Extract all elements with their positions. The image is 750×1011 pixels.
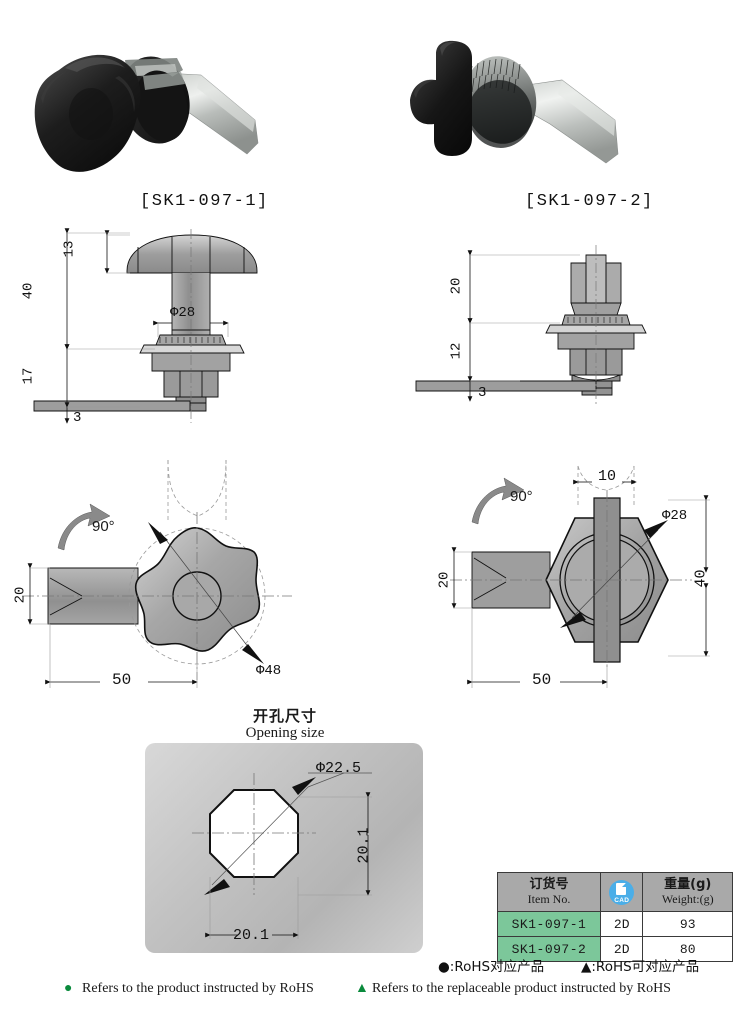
side-view-sk1-097-1: 13 40 17 3 Φ28 bbox=[20, 225, 350, 435]
dim-3: 3 bbox=[478, 385, 487, 401]
rohs-dot-icon: ● bbox=[64, 981, 73, 996]
dim-13: 13 bbox=[61, 240, 78, 258]
dim-dia-22-5: Φ22.5 bbox=[316, 760, 362, 777]
rohs-note-en-dot: Refers to the product instructed by RoHS bbox=[82, 981, 314, 996]
plan-view-sk1-097-2: 10 Φ28 40 20 50 90° bbox=[400, 460, 740, 710]
dim-dia-28: Φ28 bbox=[662, 508, 688, 524]
dim-width-20-1: 20.1 bbox=[233, 927, 270, 944]
dim-height-20-1: 20.1 bbox=[355, 827, 373, 864]
rohs-note-cn-dot: ●:RoHS对应产品 bbox=[438, 959, 545, 975]
cell-item-no: SK1-097-1 bbox=[497, 911, 601, 937]
rohs-note-en-tri: Refers to the replaceable product instru… bbox=[372, 981, 671, 996]
dim-20: 20 bbox=[12, 586, 29, 604]
dim-50: 50 bbox=[112, 671, 132, 689]
product-label-1: [SK1-097-1] bbox=[140, 192, 269, 211]
dim-3: 3 bbox=[73, 410, 82, 426]
spec-table: 订货号 Item No. CAD 重量(g) Weight:(g) SK1-09… bbox=[497, 872, 733, 962]
dim-20: 20 bbox=[436, 571, 453, 589]
rohs-note-en-dot-symbol: ● bbox=[64, 981, 72, 997]
dim-dia-48: Φ48 bbox=[256, 663, 282, 679]
dim-10: 10 bbox=[598, 468, 617, 485]
opening-size-section: 开孔尺寸 Opening size Φ22.5 20.1 20.1 bbox=[140, 705, 430, 960]
rohs-triangle-icon: ▲ bbox=[355, 981, 369, 996]
product-photo-sk1-097-2 bbox=[400, 28, 730, 188]
dim-40: 40 bbox=[692, 569, 710, 588]
cell-cad: 2D bbox=[599, 936, 644, 962]
product-label-2: [SK1-097-2] bbox=[525, 192, 654, 211]
dim-17: 17 bbox=[20, 367, 37, 385]
rohs-note-cn-tri: ▲:RoHS可对应产品 bbox=[581, 959, 700, 975]
side-view-sk1-097-2: 20 12 3 bbox=[400, 225, 740, 435]
dim-dia-28: Φ28 bbox=[170, 305, 196, 321]
header-cad: CAD bbox=[599, 872, 644, 912]
rotation-90-degrees: 90° bbox=[92, 518, 115, 535]
table-header-row: 订货号 Item No. CAD 重量(g) Weight:(g) bbox=[497, 872, 733, 912]
plan-view-sk1-097-1: 20 50 Φ48 90° bbox=[12, 459, 350, 710]
cell-weight: 80 bbox=[642, 936, 733, 962]
product-photo-sk1-097-1 bbox=[15, 28, 345, 188]
cell-weight: 93 bbox=[642, 911, 733, 937]
opening-title-en: Opening size bbox=[245, 725, 325, 741]
dim-40: 40 bbox=[20, 282, 37, 300]
opening-title-cn: 开孔尺寸 bbox=[252, 707, 317, 725]
cell-item-no: SK1-097-2 bbox=[497, 936, 601, 962]
dim-12: 12 bbox=[448, 342, 465, 360]
dim-20: 20 bbox=[448, 277, 465, 295]
dim-50: 50 bbox=[532, 671, 552, 689]
rotation-90-degrees: 90° bbox=[510, 488, 533, 505]
cad-icon: CAD bbox=[609, 879, 635, 905]
table-row: SK1-097-2 2D 80 bbox=[497, 936, 733, 962]
table-row: SK1-097-1 2D 93 bbox=[497, 911, 733, 937]
rohs-note-en-tri-symbol: ▲ bbox=[355, 981, 369, 997]
header-item-no: 订货号 Item No. bbox=[497, 872, 601, 912]
header-weight: 重量(g) Weight:(g) bbox=[642, 872, 733, 912]
cell-cad: 2D bbox=[599, 911, 644, 937]
